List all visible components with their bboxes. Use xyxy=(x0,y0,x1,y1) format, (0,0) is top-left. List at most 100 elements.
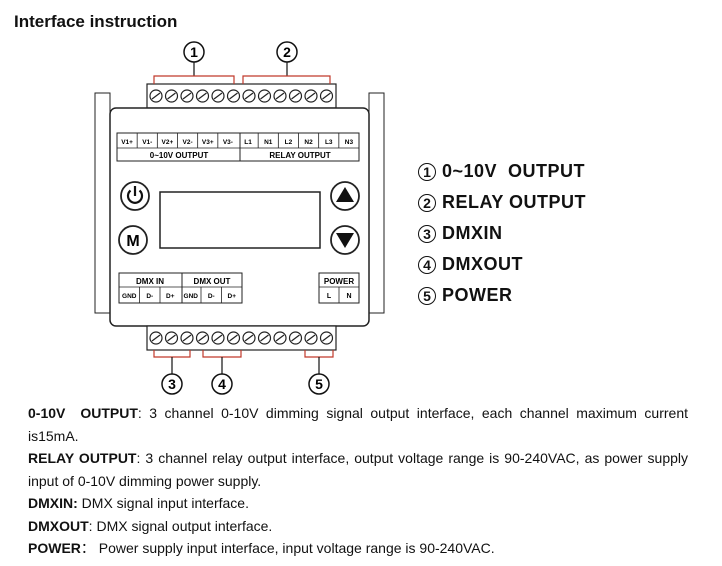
screw-terminal xyxy=(226,89,241,103)
svg-text:3: 3 xyxy=(168,376,176,392)
callout-4: 4 xyxy=(202,350,242,395)
description-term: DMXIN: xyxy=(28,495,78,511)
dmx-terminal-label: D+ xyxy=(166,293,175,300)
description-dmxout: DMXOUT: DMX signal output interface. xyxy=(28,517,273,534)
power-icon xyxy=(126,186,144,204)
power-button[interactable] xyxy=(120,181,150,211)
legend-item: 5 POWER xyxy=(418,280,586,311)
description-dmxin: DMXIN: DMX signal input interface. xyxy=(28,492,688,515)
screw-terminal xyxy=(288,331,303,345)
description-relay-output: RELAY OUTPUT: 3 channel relay output int… xyxy=(28,450,689,489)
terminal-label: L1 xyxy=(244,139,252,146)
dmx-terminal-label: GND xyxy=(122,293,137,300)
dmx-out-label: DMX OUT xyxy=(194,277,231,286)
dmx-terminal-label: D+ xyxy=(228,293,237,300)
dmx-terminal-label: D- xyxy=(208,293,215,300)
terminal-label: V1- xyxy=(142,139,152,146)
description-text: 3 channel 0-10V dimming signal output in… xyxy=(28,405,688,444)
screw-terminal xyxy=(273,331,287,345)
dmx-terminal-label: GND xyxy=(184,293,199,300)
description-term: POWER xyxy=(28,540,81,556)
up-button[interactable] xyxy=(330,181,360,211)
screw-terminal xyxy=(242,89,256,103)
legend-number: 1 xyxy=(418,162,436,181)
screw-terminal xyxy=(304,89,318,103)
screw-terminal xyxy=(149,89,163,103)
callout-2: 2 xyxy=(242,41,331,84)
terminal-label: L2 xyxy=(285,139,293,146)
screw-terminal xyxy=(195,331,210,345)
terminal-label: V3- xyxy=(223,139,233,146)
screw-terminal xyxy=(257,89,272,103)
legend: 1 0~10V OUTPUT 2 RELAY OUTPUT 3 DMXIN 4 … xyxy=(418,156,586,311)
screw-terminal xyxy=(273,89,287,103)
terminal-label: V2+ xyxy=(162,139,174,146)
mode-button[interactable]: M xyxy=(118,225,148,255)
svg-text:5: 5 xyxy=(315,376,323,392)
power-terminal-n: N xyxy=(346,293,351,300)
terminal-label: N1 xyxy=(264,139,273,146)
terminal-label: N2 xyxy=(304,139,313,146)
svg-text:4: 4 xyxy=(218,376,226,392)
description-text: 3 channel relay output interface, output… xyxy=(28,450,689,489)
legend-number: 3 xyxy=(418,224,436,243)
terminal-label: L3 xyxy=(325,139,333,146)
triangle-down-icon xyxy=(336,233,354,248)
description-term: RELAY OUTPUT xyxy=(28,450,137,466)
description-text: DMX signal input interface. xyxy=(81,495,249,511)
description-power: POWER： Power supply input interface, inp… xyxy=(28,540,495,556)
screw-terminal xyxy=(211,89,225,103)
svg-text:2: 2 xyxy=(283,44,291,60)
power-label: POWER xyxy=(324,277,354,286)
screw-terminal xyxy=(319,89,334,103)
legend-number: 4 xyxy=(418,255,436,274)
bottom-terminal-block xyxy=(146,325,337,351)
screw-terminal xyxy=(180,331,194,345)
left-flange xyxy=(94,92,111,314)
interface-descriptions: 0-10V OUTPUT: 3 channel 0-10V dimming si… xyxy=(28,402,688,560)
legend-label: DMXOUT xyxy=(442,254,523,274)
legend-label: DMXIN xyxy=(442,223,503,243)
page-title: Interface instruction xyxy=(14,12,178,31)
down-button[interactable] xyxy=(330,225,360,255)
legend-label: RELAY OUTPUT xyxy=(442,192,587,212)
screw-terminal xyxy=(288,89,303,103)
callout-5: 5 xyxy=(304,350,334,395)
terminal-label: V3+ xyxy=(202,139,214,146)
screw-terminal xyxy=(304,331,318,345)
legend-number: 5 xyxy=(418,286,436,305)
description-term: 0-10V OUTPUT xyxy=(28,405,138,421)
dmx-terminal-label: D- xyxy=(146,293,153,300)
display-screen xyxy=(159,191,321,249)
svg-text:1: 1 xyxy=(190,44,198,60)
legend-item: 1 0~10V OUTPUT xyxy=(418,156,586,187)
mode-button-label: M xyxy=(126,233,139,250)
callout-1: 1 xyxy=(153,41,235,84)
screw-terminal xyxy=(257,331,272,345)
zero-ten-output-group-label: 0~10V OUTPUT xyxy=(150,151,209,160)
description-term: DMXOUT xyxy=(28,517,89,534)
description-0-10v-output: 0-10V OUTPUT: 3 channel 0-10V dimming si… xyxy=(28,405,688,444)
screw-terminal xyxy=(211,331,225,345)
screw-terminal xyxy=(242,331,256,345)
terminal-label: V1+ xyxy=(121,139,133,146)
legend-item: 3 DMXIN xyxy=(418,218,586,249)
relay-output-group-label: RELAY OUTPUT xyxy=(269,151,330,160)
description-text: DMX signal output interface. xyxy=(96,517,273,534)
callout-3: 3 xyxy=(153,350,191,395)
terminal-label: N3 xyxy=(345,139,354,146)
screw-terminal xyxy=(226,331,241,345)
dmx-in-label: DMX IN xyxy=(136,277,164,286)
legend-label: 0~10V OUTPUT xyxy=(442,161,586,181)
power-terminal-l: L xyxy=(327,293,332,300)
legend-number: 2 xyxy=(418,193,436,212)
right-flange xyxy=(368,92,385,314)
screw-terminal xyxy=(319,331,334,345)
screw-terminal xyxy=(180,89,194,103)
screw-terminal xyxy=(195,89,210,103)
terminal-label: V2- xyxy=(183,139,193,146)
description-text: Power supply input interface, input volt… xyxy=(98,540,495,556)
legend-item: 4 DMXOUT xyxy=(418,249,586,280)
screw-terminal xyxy=(149,331,163,345)
